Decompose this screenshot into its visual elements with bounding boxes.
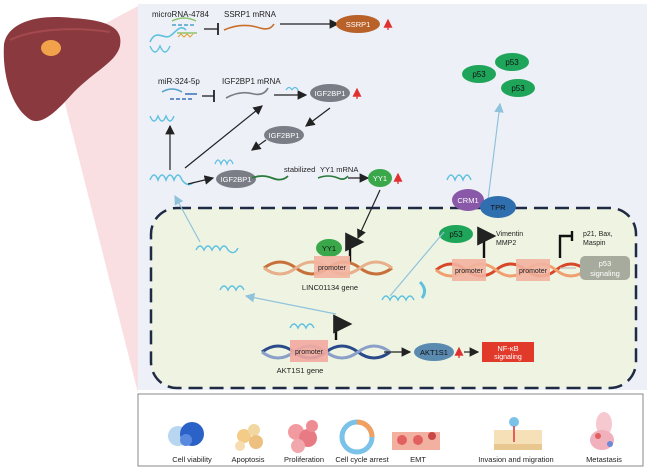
outcome-metastasis: Metastasis (586, 455, 622, 464)
svg-text:p53: p53 (472, 70, 486, 79)
promoter-p21 (516, 259, 550, 281)
emt-icon (392, 432, 440, 450)
igf2bp1-protein-1 (310, 84, 350, 102)
apoptosis-icon (235, 424, 263, 451)
svg-text:SSRP1: SSRP1 (346, 20, 371, 29)
ssrp1-mrna-label: SSRP1 mRNA (224, 10, 277, 19)
svg-text:signaling: signaling (590, 269, 620, 278)
svg-text:CRM1: CRM1 (457, 196, 478, 205)
outcome-emt: EMT (410, 455, 426, 464)
svg-text:promoter: promoter (519, 268, 548, 275)
p21-inhibition (558, 234, 572, 258)
mir-324-icon (161, 88, 197, 100)
zoom-funnel (52, 6, 138, 393)
rna-coil-2 (149, 114, 175, 122)
yy1-protein-nuclear (316, 239, 342, 257)
igf2bp1-mrna-label: IGF2BP1 mRNA (222, 77, 281, 86)
svg-text:IGF2BP1: IGF2BP1 (221, 175, 252, 184)
vimentin-activation (477, 226, 497, 258)
svg-text:p53: p53 (511, 84, 525, 93)
p21-bax-label: p21, Bax, (583, 231, 613, 238)
ssrp1-protein (336, 15, 380, 33)
proliferation-icon (288, 420, 318, 453)
promoter-vimentin (452, 259, 486, 281)
svg-text:TPR: TPR (491, 203, 507, 212)
tumor-icon (41, 40, 61, 56)
svg-text:YY1: YY1 (322, 244, 336, 253)
svg-text:IGF2BP1: IGF2BP1 (315, 89, 346, 98)
yy1-protein-cyto (368, 169, 392, 187)
p53-cytoplasm-cluster: p53 p53 p53 (462, 53, 535, 97)
akt1s1-gene-label: AKT1S1 gene (277, 366, 324, 375)
promoter-akt (290, 340, 328, 362)
linc01134-rna-cyto (149, 174, 195, 186)
igf2bp1-protein-2 (264, 126, 304, 144)
yy1-mrna-label: YY1 mRNA (320, 165, 358, 174)
mirna-4784-icon (171, 17, 197, 38)
nfkb-signaling-box (482, 342, 534, 362)
svg-text:IGF2BP1: IGF2BP1 (269, 131, 300, 140)
linc01134-rna-nuc-1 (195, 245, 239, 254)
rna-coil-1 (149, 27, 187, 43)
metastasis-icon (590, 412, 614, 450)
outcome-cell-cycle-arrest: Cell cycle arrest (335, 455, 389, 464)
akt1s1-protein (414, 343, 454, 361)
outcome-cell-viability: Cell viability (172, 455, 212, 464)
invasion-migration-icon (494, 417, 542, 450)
outcomes-panel (137, 393, 644, 467)
promoter-linc (314, 256, 350, 278)
stabilized-label: stabilized (284, 165, 315, 174)
mmp2-label: MMP2 (496, 240, 516, 247)
outcome-apoptosis: Apoptosis (232, 455, 265, 464)
svg-text:p53: p53 (599, 259, 612, 268)
svg-text:NF-κB: NF-κB (497, 344, 518, 353)
akt1s1-activation (333, 314, 353, 340)
p53-nuclear (439, 225, 473, 243)
mirna-4784-label: microRNA-4784 (152, 10, 209, 19)
svg-text:signaling: signaling (494, 354, 522, 361)
igf2bp1-mrna-strand (225, 87, 269, 99)
linc-activation (345, 232, 365, 262)
svg-text:p53: p53 (449, 230, 463, 239)
mir-324-label: miR-324-5p (158, 77, 200, 86)
crm1-protein (452, 189, 484, 211)
linc01134-gene-label: LINC01134 gene (302, 283, 358, 292)
svg-text:promoter: promoter (318, 265, 347, 272)
svg-text:YY1: YY1 (373, 174, 387, 183)
tpr-protein (480, 196, 516, 218)
cell-viability-icon (168, 422, 204, 446)
cell-cycle-arrest-icon (339, 419, 375, 455)
linc01134-rna-nuc-2 (381, 295, 415, 302)
svg-text:promoter: promoter (455, 268, 484, 275)
liver-illustration (3, 17, 121, 122)
yy1-import-arrow (357, 189, 381, 240)
igf2bp1-protein-3 (216, 170, 256, 188)
svg-text:AKT1S1: AKT1S1 (420, 348, 448, 357)
vimentin-label: Vimentin (496, 231, 523, 238)
igf2bp1-ribosome-icon (285, 86, 299, 91)
maspin-label: Maspin (583, 240, 606, 247)
p53-export-arrow (487, 102, 504, 201)
outcome-proliferation: Proliferation (284, 455, 324, 464)
svg-text:p53: p53 (505, 58, 519, 67)
svg-text:promoter: promoter (295, 349, 324, 356)
p53-signaling-box (580, 256, 630, 280)
outcome-invasion-migration: Invasion and migration (478, 455, 553, 464)
yy1-mrna-strand (317, 175, 349, 180)
ssrp1-mrna-strand (223, 23, 275, 31)
